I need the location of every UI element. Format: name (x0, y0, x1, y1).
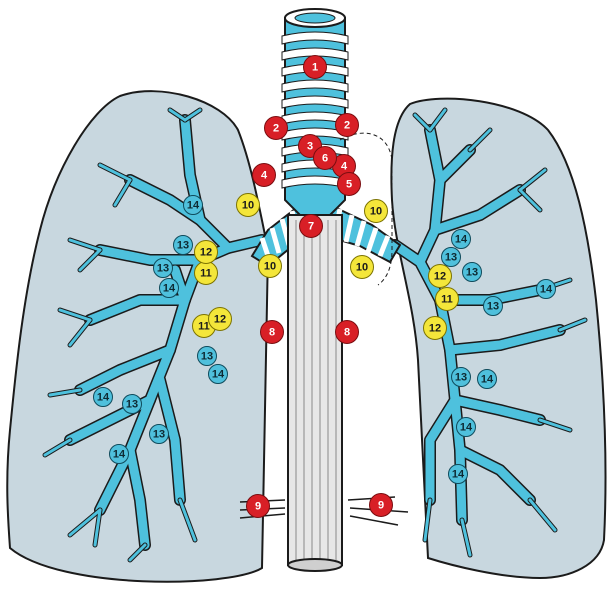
node-label: 14 (481, 374, 494, 386)
node-label: 11 (441, 294, 453, 306)
node-label: 9 (378, 500, 384, 512)
node-label: 7 (308, 221, 314, 233)
node-label: 12 (200, 247, 212, 259)
lymph-node-blue-13-i: 13 (452, 368, 471, 387)
lymph-node-blue-14-a: 14 (184, 196, 203, 215)
lymph-node-blue-13-d: 13 (123, 395, 142, 414)
lymph-node-red-5: 5 (338, 173, 361, 196)
lymph-node-blue-14-e: 14 (110, 445, 129, 464)
node-label: 10 (264, 261, 276, 273)
lymph-node-blue-13-h: 13 (484, 297, 503, 316)
lymph-node-blue-13-a: 13 (174, 236, 193, 255)
node-label: 14 (212, 369, 225, 381)
lymph-node-blue-14-i: 14 (457, 418, 476, 437)
lymph-node-red-2-left: 2 (336, 114, 359, 137)
node-label: 8 (344, 327, 350, 339)
node-label: 14 (452, 469, 465, 481)
lymph-node-blue-14-g: 14 (537, 280, 556, 299)
node-label: 14 (113, 449, 126, 461)
lymph-node-yellow-12-c: 12 (429, 265, 452, 288)
node-label: 12 (429, 323, 441, 335)
esophagus (288, 215, 342, 571)
lymph-node-red-1: 1 (304, 56, 327, 79)
lymph-node-red-9-right: 9 (247, 495, 270, 518)
lymph-node-blue-14-f: 14 (452, 230, 471, 249)
node-label: 6 (322, 153, 328, 165)
node-label: 5 (346, 179, 352, 191)
node-label: 10 (242, 200, 254, 212)
lymph-node-red-8-left: 8 (336, 321, 359, 344)
lymph-node-yellow-10-c: 10 (365, 200, 388, 223)
node-label: 1 (312, 62, 318, 74)
node-label: 2 (344, 120, 350, 132)
node-label: 14 (187, 200, 200, 212)
node-label: 14 (460, 422, 473, 434)
lymph-node-red-2-right: 2 (265, 117, 288, 140)
node-label: 11 (200, 268, 212, 280)
lymph-node-red-4-right: 4 (253, 164, 276, 187)
lymph-node-red-7: 7 (300, 215, 323, 238)
lymph-node-yellow-12-b: 12 (209, 308, 232, 331)
node-label: 2 (273, 123, 279, 135)
lymph-node-blue-14-h: 14 (478, 370, 497, 389)
lymph-node-yellow-12-d: 12 (424, 317, 447, 340)
node-label: 13 (177, 240, 189, 252)
node-label: 13 (126, 399, 138, 411)
node-label: 13 (455, 372, 467, 384)
lymph-node-yellow-12-a: 12 (195, 241, 218, 264)
lymph-node-blue-13-b: 13 (154, 259, 173, 278)
lymph-node-blue-13-g: 13 (463, 263, 482, 282)
lymph-node-blue-14-c: 14 (209, 365, 228, 384)
node-label: 12 (434, 271, 446, 283)
node-label: 14 (455, 234, 468, 246)
lymph-node-blue-14-b: 14 (160, 279, 179, 298)
lymph-node-blue-14-j: 14 (449, 465, 468, 484)
lymph-node-yellow-10-b: 10 (259, 255, 282, 278)
node-label: 14 (97, 392, 110, 404)
node-label: 13 (201, 351, 213, 363)
lymph-node-red-9-left: 9 (370, 494, 393, 517)
lymph-node-yellow-10-d: 10 (351, 256, 374, 279)
node-label: 13 (153, 429, 165, 441)
node-label: 13 (157, 263, 169, 275)
node-label: 9 (255, 501, 261, 513)
node-label: 10 (356, 262, 368, 274)
lymph-node-yellow-11-c: 11 (436, 288, 459, 311)
lymph-node-blue-13-c: 13 (198, 347, 217, 366)
node-label: 13 (466, 267, 478, 279)
lymph-node-blue-13-f: 13 (442, 248, 461, 267)
lymph-node-yellow-11-a: 11 (195, 262, 218, 285)
lung-left-anatomic (391, 99, 605, 578)
lymph-node-yellow-10-a: 10 (237, 194, 260, 217)
node-label: 14 (163, 283, 176, 295)
node-label: 8 (269, 327, 275, 339)
node-label: 12 (214, 314, 226, 326)
node-label: 13 (487, 301, 499, 313)
node-label: 11 (198, 321, 210, 333)
lymph-node-blue-13-e: 13 (150, 425, 169, 444)
lymph-node-blue-14-d: 14 (94, 388, 113, 407)
node-label: 13 (445, 252, 457, 264)
node-label: 14 (540, 284, 553, 296)
node-label: 3 (307, 141, 313, 153)
node-label: 4 (341, 161, 348, 173)
node-label: 4 (261, 170, 268, 182)
lymph-node-red-8-right: 8 (261, 321, 284, 344)
node-label: 10 (370, 206, 382, 218)
lymph-node-red-6: 6 (314, 147, 337, 170)
